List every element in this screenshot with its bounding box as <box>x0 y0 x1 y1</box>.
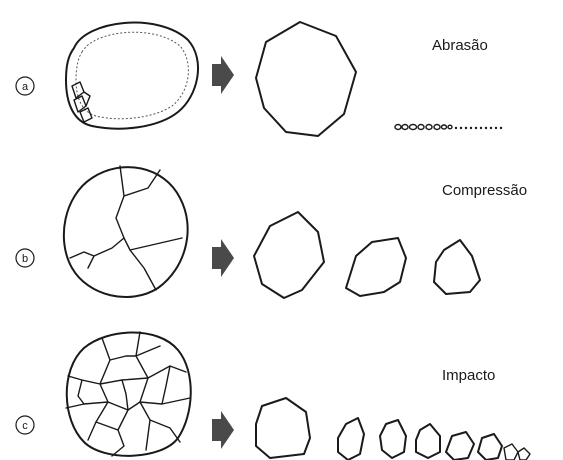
row-b: b <box>16 166 480 298</box>
row-a: a <box>16 22 502 136</box>
row-a-letter: a <box>22 81 29 93</box>
abrasion-fine-fragments <box>395 125 502 130</box>
impact-fragment-1 <box>256 398 310 458</box>
row-b-letter: b <box>22 253 28 265</box>
impact-cracks <box>66 332 190 456</box>
impact-fragment-2 <box>338 418 364 460</box>
compression-crack <box>116 166 182 250</box>
row-a-marker: a <box>16 77 34 95</box>
impact-fragment-7 <box>504 444 518 460</box>
row-a-arrow <box>212 56 234 94</box>
impact-original-particle <box>66 332 191 456</box>
impact-fragment-6 <box>478 434 502 460</box>
row-b-marker: b <box>16 249 34 267</box>
compression-original-particle <box>64 166 188 297</box>
compression-fragment-3 <box>434 240 480 294</box>
impact-fragment-8 <box>518 448 530 460</box>
row-c: c <box>16 332 530 460</box>
impact-fragment-4 <box>416 424 440 458</box>
abrasion-label: Abrasão <box>432 37 488 54</box>
impact-label: Impacto <box>442 367 495 384</box>
row-c-letter: c <box>22 420 28 432</box>
abrasion-original-particle <box>66 23 198 129</box>
row-c-arrow <box>212 411 234 449</box>
row-c-marker: c <box>16 416 34 434</box>
impact-fragment-5 <box>446 432 474 460</box>
compression-fragment-2 <box>346 238 406 296</box>
compression-label: Compressão <box>442 182 527 199</box>
compression-fragment-1 <box>254 212 324 298</box>
row-b-arrow <box>212 239 234 277</box>
abrasion-result-particle <box>256 22 356 136</box>
impact-fragment-3 <box>380 420 406 458</box>
